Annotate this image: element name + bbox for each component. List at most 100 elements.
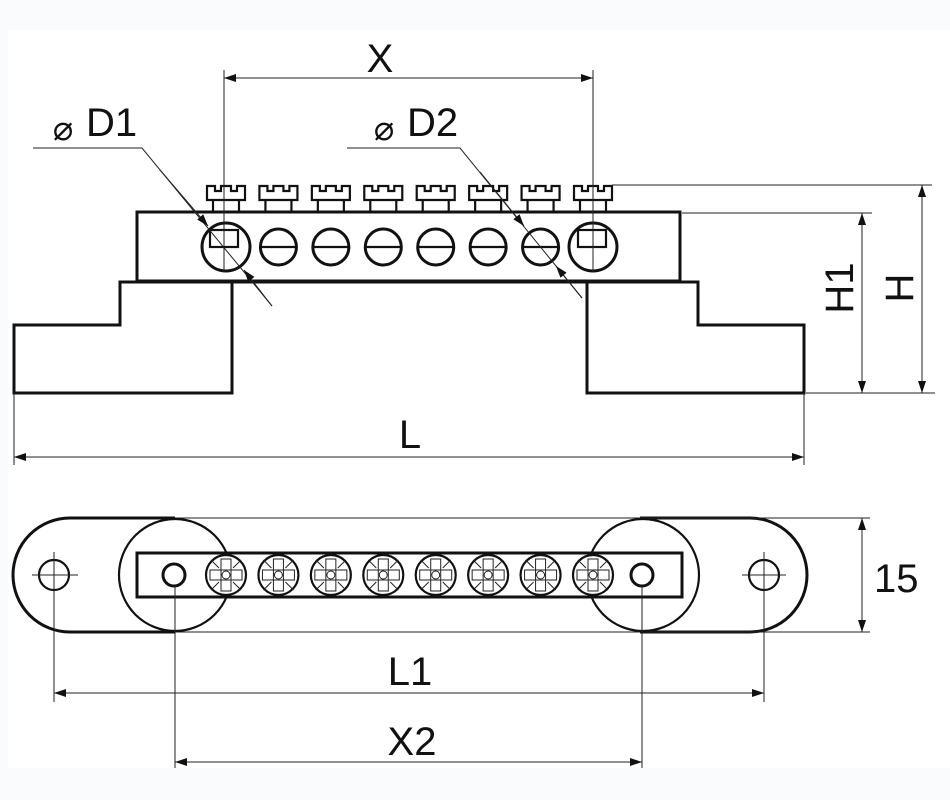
terminal-holes [258,227,561,267]
mount-hole-left [200,221,252,273]
screw-top-tick [472,559,482,569]
screw-top-center [326,570,336,580]
terminal-screw-top [362,553,405,597]
terminal-screws-top [204,553,615,597]
screw-head [205,184,247,212]
screw-top-tick [577,559,587,569]
screw-top-tick [525,559,534,569]
screw-top-slot-h [209,569,243,581]
screw-top-slot-h [261,569,295,581]
screw-cap [468,184,509,202]
screw-top-tick [577,581,587,591]
d2-leader [347,147,583,299]
screw-top-slot-v [587,558,599,592]
screw-top-slot-v [482,558,494,592]
d1-leader [33,147,273,307]
d1-arrow-top [159,169,209,227]
diameter-symbol-d2: ⌀ [374,109,394,149]
terminal-screw-top [204,553,248,597]
screw-top-slot-h [366,569,400,581]
drawing-sheet [8,30,950,768]
screw-cap [363,184,404,202]
screw-top-center [378,570,388,580]
screw-top-slot-v [377,558,389,592]
screw-cap [310,184,351,202]
screw-top-tick [315,581,325,591]
screw-top-tick [442,581,452,591]
screw-top-center [431,570,441,580]
screw-top-tick [337,581,347,591]
screw-top-tick [472,581,482,591]
screw-top-tick [599,581,609,591]
d1-label: D1 [86,101,137,145]
l-label: L [399,413,421,457]
screw-top-center [273,570,283,580]
screw-top-tick [494,559,504,569]
terminal-hole-ring [521,227,561,267]
screw-heads [205,184,614,212]
screw-top-tick [367,581,377,591]
terminal-hole-ring [363,227,403,267]
terminal-screw-top [257,553,300,597]
d2-arrow-bottom [555,265,583,299]
screw-top-center [483,570,493,580]
diameter-symbol-d1: ⌀ [53,109,73,149]
screw-top-slot-v [220,558,232,592]
screw-top-tick [232,581,242,591]
screw-top-tick [232,559,242,569]
screw-top-tick [420,581,430,591]
screw-top-slot-h [419,569,453,581]
screw-cap [572,184,614,202]
terminal-hole-ring [311,227,351,267]
screw-top-tick [285,581,294,591]
screw-top-tick [442,559,452,569]
h1-label: H1 [818,262,862,313]
terminal-hole [468,227,508,267]
screw-cap [205,184,247,202]
terminal-screw-top [309,553,352,597]
terminal-hole [363,227,403,267]
mount-hole-right-slot [576,228,608,249]
d2-arrow-top [479,171,525,227]
screw-top-tick [494,581,504,591]
screw-top-tick [315,559,325,569]
terminal-screw-top [467,553,510,597]
terminal-screw-top [519,553,562,597]
x2-label: X2 [388,720,437,764]
plate-outline-right [640,516,809,634]
screw-top-tick [210,559,220,569]
screw-top-slot-h [524,569,558,581]
screw-top-tick [263,559,272,569]
screw-head [468,184,509,212]
screw-top-slot-h [471,569,505,581]
screw-top-tick [420,559,430,569]
screw-head [415,184,456,212]
l1-label: L1 [388,650,433,694]
screw-top-tick [285,559,294,569]
screw-top-tick [263,581,272,591]
screw-top-tick [337,559,347,569]
screw-top-tick [599,559,609,569]
bar-hole-left [161,562,187,588]
width-label: 15 [874,557,919,601]
screw-head [363,184,404,212]
screw-head [258,184,299,212]
screw-top-slot-v [535,558,547,592]
screw-top-slot-v [272,558,284,592]
terminal-hole-ring [258,227,298,267]
terminal-hole [258,227,298,267]
screw-top-center [536,570,546,580]
plate-outline-left [11,516,175,634]
screw-head [520,184,561,212]
d1-arrow-bottom [243,269,273,307]
terminal-hole [416,227,456,267]
terminal-hole-ring [468,227,508,267]
screw-top-center [588,570,598,580]
screw-top-slot-v [430,558,442,592]
h-label: H [878,274,922,303]
screw-top-tick [525,581,534,591]
screw-top-tick [547,559,556,569]
screw-top-tick [389,581,399,591]
terminal-screw-top [571,553,615,597]
